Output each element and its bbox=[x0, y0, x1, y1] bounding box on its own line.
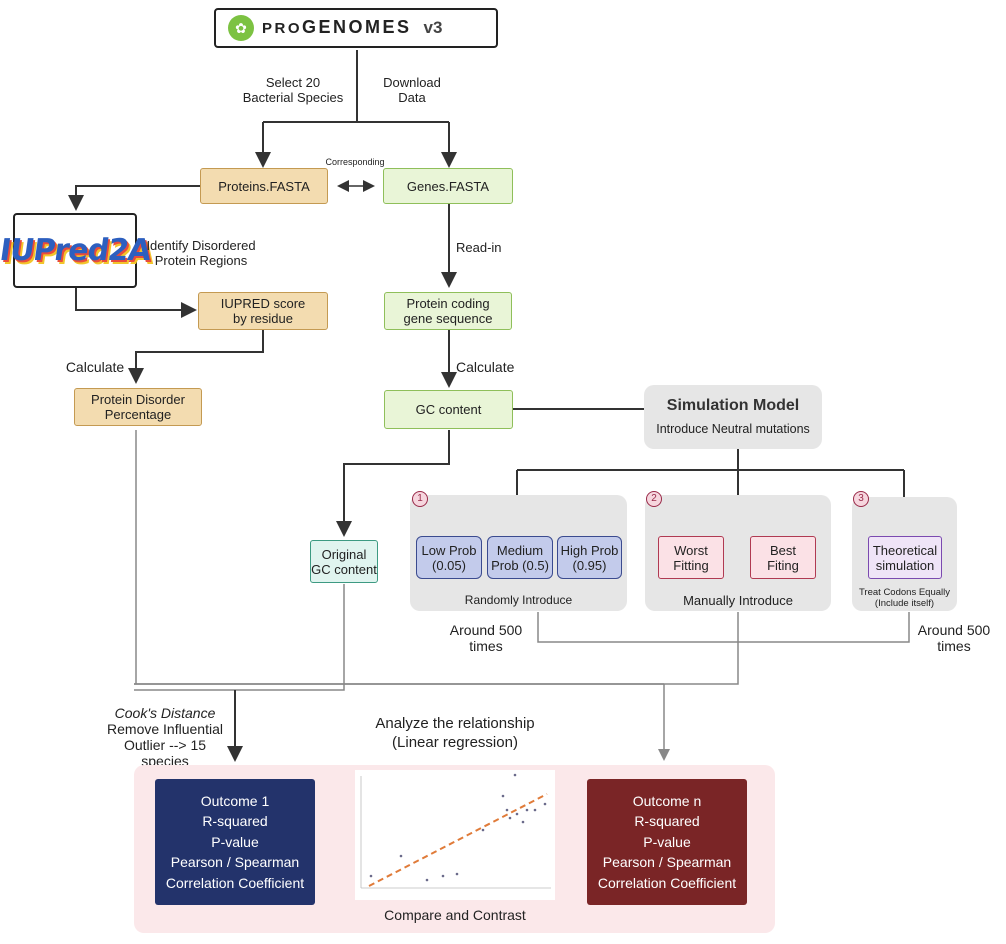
group-3-number: 3 bbox=[853, 491, 869, 507]
iupred-logo: IUPred2A bbox=[0, 213, 153, 288]
high-prob-node: High Prob(0.95) bbox=[557, 536, 622, 579]
proteins-fasta-node: Proteins.FASTA bbox=[200, 168, 328, 204]
scatter-point bbox=[505, 808, 509, 812]
progenomes-header: ✿ proGenomes v3 bbox=[214, 8, 498, 48]
regression-scatter-thumbnail bbox=[355, 770, 555, 900]
group-1-number: 1 bbox=[412, 491, 428, 507]
gc-content-node: GC content bbox=[384, 390, 513, 429]
group-3-label: Treat Codons Equally(Include itself) bbox=[858, 587, 950, 609]
scatter-point bbox=[501, 794, 505, 798]
scatter-point bbox=[515, 812, 519, 816]
compare-contrast-label: Compare and Contrast bbox=[384, 907, 526, 923]
scatter-point bbox=[543, 802, 547, 806]
scatter-point bbox=[525, 808, 529, 812]
calculate-right-label: Calculate bbox=[456, 359, 515, 375]
scatter-point bbox=[455, 872, 459, 876]
simulation-subtitle: Introduce Neutral mutations bbox=[656, 422, 810, 436]
simulation-model-panel: Simulation Model Introduce Neutral mutat… bbox=[644, 385, 822, 449]
low-prob-node: Low Prob(0.05) bbox=[416, 536, 482, 579]
corresponding-label: Corresponding bbox=[325, 157, 385, 167]
analysis-title: Analyze the relationship(Linear regressi… bbox=[375, 715, 535, 751]
scatter-point bbox=[513, 773, 517, 777]
genes-fasta-node: Genes.FASTA bbox=[383, 168, 513, 204]
regression-line bbox=[368, 793, 548, 887]
scatter-points bbox=[369, 773, 547, 882]
scatter-point bbox=[399, 854, 403, 858]
scatter-point bbox=[481, 828, 485, 832]
scatter-point bbox=[369, 874, 373, 878]
read-in-label: Read-in bbox=[456, 240, 502, 255]
group-1-label: Randomly Introduce bbox=[464, 593, 573, 607]
scatter-point bbox=[441, 874, 445, 878]
scatter-point bbox=[533, 808, 537, 812]
progenomes-logo-icon: ✿ bbox=[228, 15, 254, 41]
group-2-number: 2 bbox=[646, 491, 662, 507]
scatter-point bbox=[425, 878, 429, 882]
brand-version: v3 bbox=[423, 18, 443, 37]
scatter-point bbox=[521, 820, 525, 824]
group-2-label: Manually Introduce bbox=[683, 593, 793, 608]
brand-name: proGenomes bbox=[262, 17, 412, 37]
scatter-point bbox=[508, 816, 512, 820]
cooks-distance-label: Cook's Distance Remove Influential Outli… bbox=[107, 705, 223, 769]
calculate-left-label: Calculate bbox=[65, 359, 125, 375]
iupred-logo-text: IUPred2A bbox=[0, 233, 153, 268]
simulation-title: Simulation Model bbox=[666, 397, 800, 414]
